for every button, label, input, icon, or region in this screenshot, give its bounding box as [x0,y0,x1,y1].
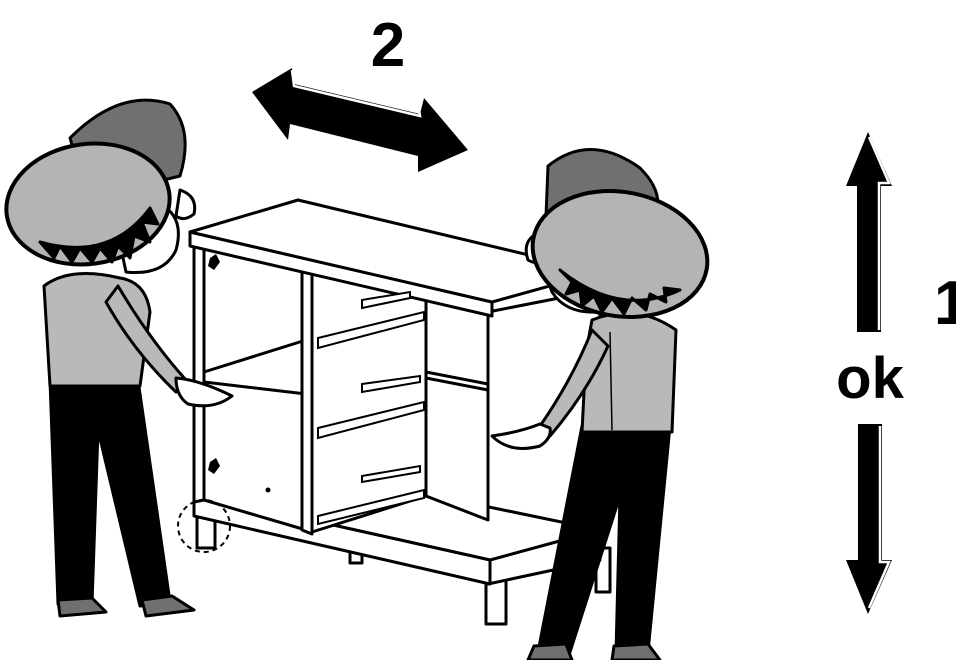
down-arrow-icon [846,424,892,614]
left-person-shoe [58,598,106,616]
up-arrow-icon [846,132,892,332]
right-person-shoe [528,644,572,660]
step-1-label: 1 [934,269,956,338]
cabinet-right-bay [426,296,488,520]
double-headed-arrow-icon [252,68,468,172]
left-person-ear [176,190,195,219]
arrow-shadow [252,68,468,172]
step-2-label: 2 [371,11,405,80]
dowel-hole [266,488,271,493]
right-person-shoe [612,644,660,660]
left-person-legs [50,380,170,606]
left-person-shoe [142,596,194,616]
ok-label: ok [836,346,904,411]
